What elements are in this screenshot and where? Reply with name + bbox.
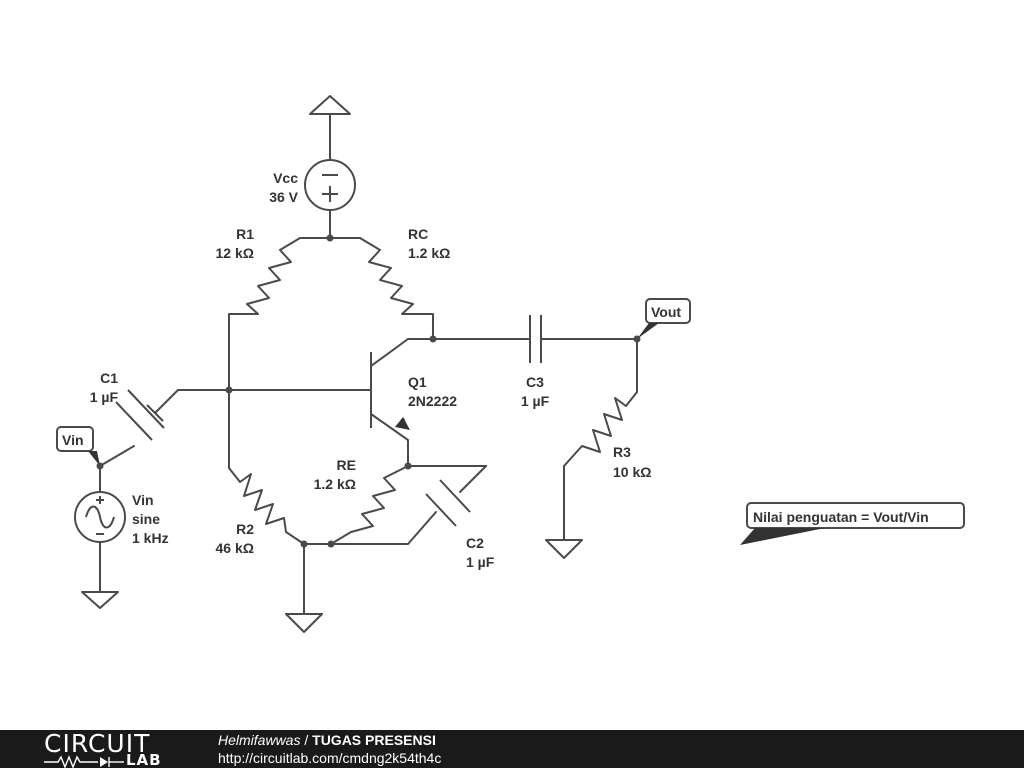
vout-flag-label: Vout xyxy=(651,304,681,320)
ground-symbol xyxy=(285,613,323,633)
capacitor-c3: C3 1 µF xyxy=(521,315,638,409)
vin-source-type: sine xyxy=(132,511,160,527)
capacitor-c1: C1 1 µF xyxy=(90,370,230,467)
transistor-q1: Q1 2N2222 xyxy=(228,338,457,466)
resistor-r1: R1 12 kΩ xyxy=(216,226,301,469)
resistor-r2: R2 46 kΩ xyxy=(216,467,305,556)
vcc-name: Vcc xyxy=(273,170,298,186)
circuitlab-logo-lab: LAB xyxy=(126,751,162,769)
c3-name: C3 xyxy=(526,374,544,390)
c2-value: 1 µF xyxy=(466,554,495,570)
capacitor-c2: C2 1 µF xyxy=(407,465,495,570)
vcc-value: 36 V xyxy=(269,189,298,205)
resistor-rc: RC 1.2 kΩ xyxy=(359,226,450,339)
c1-value: 1 µF xyxy=(90,389,119,405)
circuit-schematic: Vcc 36 V R1 12 kΩ RC 1.2 kΩ Q1 2N2222 xyxy=(56,95,965,633)
c3-value: 1 µF xyxy=(521,393,550,409)
vin-source-name: Vin xyxy=(132,492,154,508)
resistor-re: RE 1.2 kΩ xyxy=(314,457,487,545)
r3-name: R3 xyxy=(613,444,631,460)
vout-net-flag: Vout xyxy=(637,298,691,339)
r2-name: R2 xyxy=(236,521,254,537)
junction-collector xyxy=(429,335,437,343)
vin-flag-label: Vin xyxy=(62,432,84,448)
vcc-rail-arrow xyxy=(309,95,351,115)
junction-bottom-right xyxy=(327,540,335,548)
title-separator: / xyxy=(300,732,313,748)
circuitlab-logo-icon xyxy=(44,755,124,768)
vin-source-freq: 1 kHz xyxy=(132,530,169,546)
sine-source-vin: Vin sine 1 kHz xyxy=(74,465,169,609)
rc-value: 1.2 kΩ xyxy=(408,245,450,261)
vcc-supply: Vcc 36 V xyxy=(269,95,356,239)
project-url[interactable]: http://circuitlab.com/cmdng2k54th4c xyxy=(218,750,442,766)
junction-top xyxy=(326,234,334,242)
r1-name: R1 xyxy=(236,226,254,242)
junction-emitter xyxy=(404,462,412,470)
q1-value: 2N2222 xyxy=(408,393,457,409)
r2-value: 46 kΩ xyxy=(216,540,254,556)
re-name: RE xyxy=(337,457,356,473)
q1-name: Q1 xyxy=(408,374,427,390)
gain-note-callout: Nilai penguatan = Vout/Vin xyxy=(740,502,965,545)
rc-name: RC xyxy=(408,226,428,242)
r3-value: 10 kΩ xyxy=(613,464,651,480)
gain-note-text: Nilai penguatan = Vout/Vin xyxy=(753,509,929,525)
ground-symbol-r3 xyxy=(545,539,583,559)
c1-name: C1 xyxy=(100,370,118,386)
vin-net-flag: Vin xyxy=(56,426,100,466)
circuitlab-logo-text[interactable]: CIRCUIT xyxy=(44,729,151,758)
dc-source-symbol xyxy=(304,159,356,211)
footer-bar: CIRCUIT LAB Helmifawwas / TUGAS PRESENSI… xyxy=(0,729,1024,769)
resistor-r3: R3 10 kΩ xyxy=(545,339,651,559)
r1-value: 12 kΩ xyxy=(216,245,254,261)
re-value: 1.2 kΩ xyxy=(314,476,356,492)
project-title: Helmifawwas / TUGAS PRESENSI xyxy=(218,732,436,748)
project-name[interactable]: TUGAS PRESENSI xyxy=(312,732,436,748)
author-name[interactable]: Helmifawwas xyxy=(218,732,301,748)
c2-name: C2 xyxy=(466,535,484,551)
